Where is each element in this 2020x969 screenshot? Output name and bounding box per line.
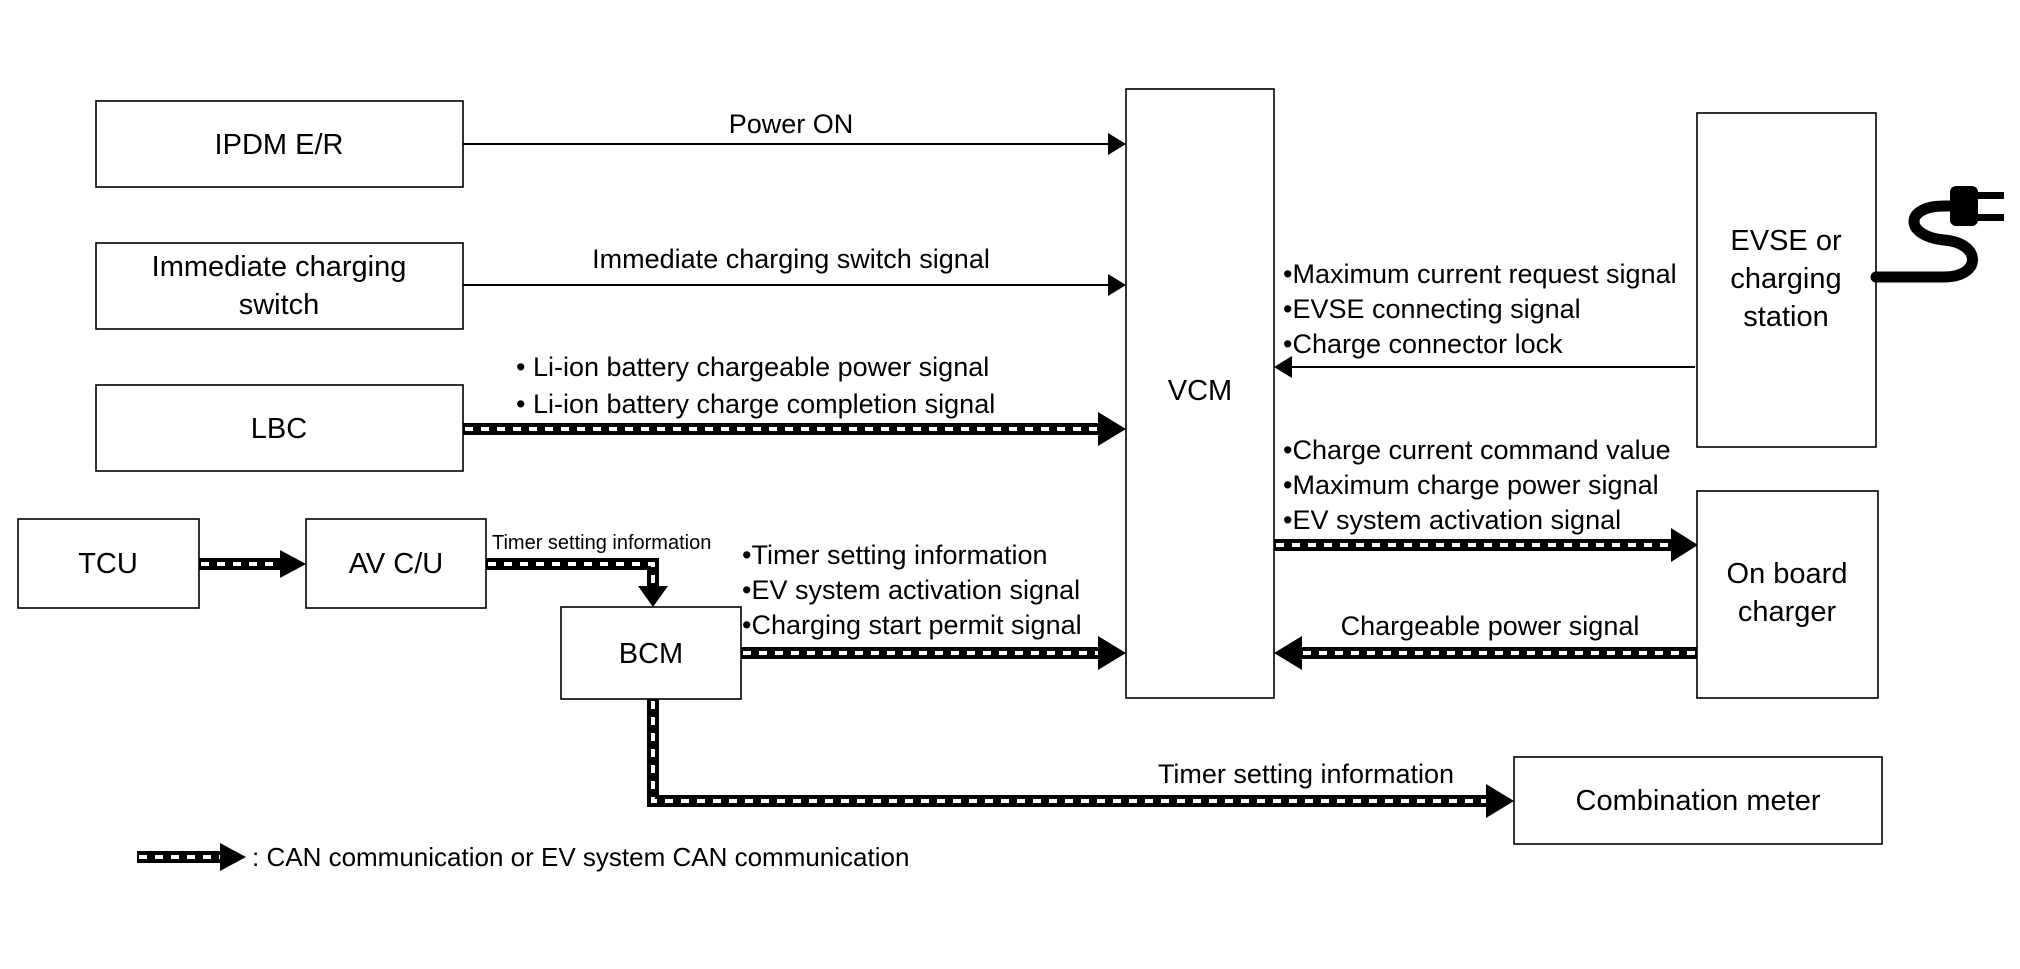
power-on-arrow [463, 133, 1126, 155]
ipdm-er-label: IPDM E/R [215, 129, 344, 161]
evse-signal-label-2: •EVSE connecting signal [1283, 294, 1581, 324]
tcu-block: TCU [17, 518, 200, 609]
av-cu-block: AV C/U [305, 518, 487, 609]
can-arrow-avcu-to-bcm [486, 558, 668, 607]
lbc-signal-label-1: • Li-ion battery chargeable power signal [516, 352, 989, 382]
vcm-to-obc-signal-label-2: •Maximum charge power signal [1283, 470, 1659, 500]
vcm-block: VCM [1125, 88, 1275, 699]
bcm-to-meter-signal-label: Timer setting information [1158, 759, 1454, 789]
lbc-signal-label-2: • Li-ion battery charge completion signa… [516, 389, 995, 419]
evse-label-line2: charging [1730, 263, 1841, 295]
ipdm-er-block: IPDM E/R [95, 100, 464, 188]
legend-can-arrow-sample [137, 843, 246, 871]
can-arrow-bcm-to-meter [647, 699, 1514, 818]
evse-label-line3: station [1743, 301, 1828, 333]
immediate-switch-label-line1: Immediate charging [152, 251, 407, 283]
bcm-block: BCM [560, 606, 742, 700]
immediate-charging-switch-block: Immediate charging switch [95, 242, 464, 330]
evse-block: EVSE or charging station [1696, 112, 1877, 448]
can-arrow-bcm-to-vcm [741, 636, 1126, 670]
lbc-block: LBC [95, 384, 464, 472]
tcu-label: TCU [78, 548, 138, 580]
evse-signal-label-1: •Maximum current request signal [1283, 259, 1677, 289]
lbc-label: LBC [251, 413, 307, 445]
obc-to-vcm-signal-label: Chargeable power signal [1341, 611, 1640, 641]
obc-label-line1: On board [1727, 558, 1848, 590]
immediate-switch-arrow [463, 274, 1126, 296]
can-arrow-lbc-to-vcm [463, 412, 1126, 446]
vcm-to-obc-signal-label-3: •EV system activation signal [1283, 505, 1621, 535]
bcm-signal-label-3: •Charging start permit signal [742, 610, 1082, 640]
power-on-signal-label: Power ON [729, 109, 854, 139]
bcm-label: BCM [619, 638, 683, 670]
immediate-switch-signal-label: Immediate charging switch signal [592, 244, 990, 274]
combination-meter-label: Combination meter [1576, 785, 1821, 817]
bcm-signal-label-2: •EV system activation signal [742, 575, 1080, 605]
can-arrow-tcu-to-avcu [199, 550, 306, 578]
legend-label: : CAN communication or EV system CAN com… [252, 842, 909, 872]
obc-label-line2: charger [1738, 596, 1837, 628]
legend: : CAN communication or EV system CAN com… [137, 842, 909, 872]
av-cu-label: AV C/U [349, 548, 444, 580]
vcm-label: VCM [1168, 375, 1232, 407]
combination-meter-block: Combination meter [1513, 756, 1883, 845]
avcu-to-bcm-signal-label: Timer setting information [492, 532, 711, 554]
bcm-signal-label-1: •Timer setting information [742, 540, 1048, 570]
on-board-charger-block: On board charger [1696, 490, 1879, 699]
immediate-switch-label-line2: switch [239, 289, 320, 321]
evse-signal-label-3: •Charge connector lock [1283, 329, 1563, 359]
vcm-to-obc-signal-label-1: •Charge current command value [1283, 435, 1671, 465]
can-arrow-vcm-to-obc [1274, 528, 1698, 562]
evse-label-line1: EVSE or [1730, 225, 1842, 257]
evse-to-vcm-arrow [1274, 356, 1695, 378]
plug-icon [1870, 186, 2004, 283]
can-arrow-obc-to-vcm [1274, 636, 1697, 670]
